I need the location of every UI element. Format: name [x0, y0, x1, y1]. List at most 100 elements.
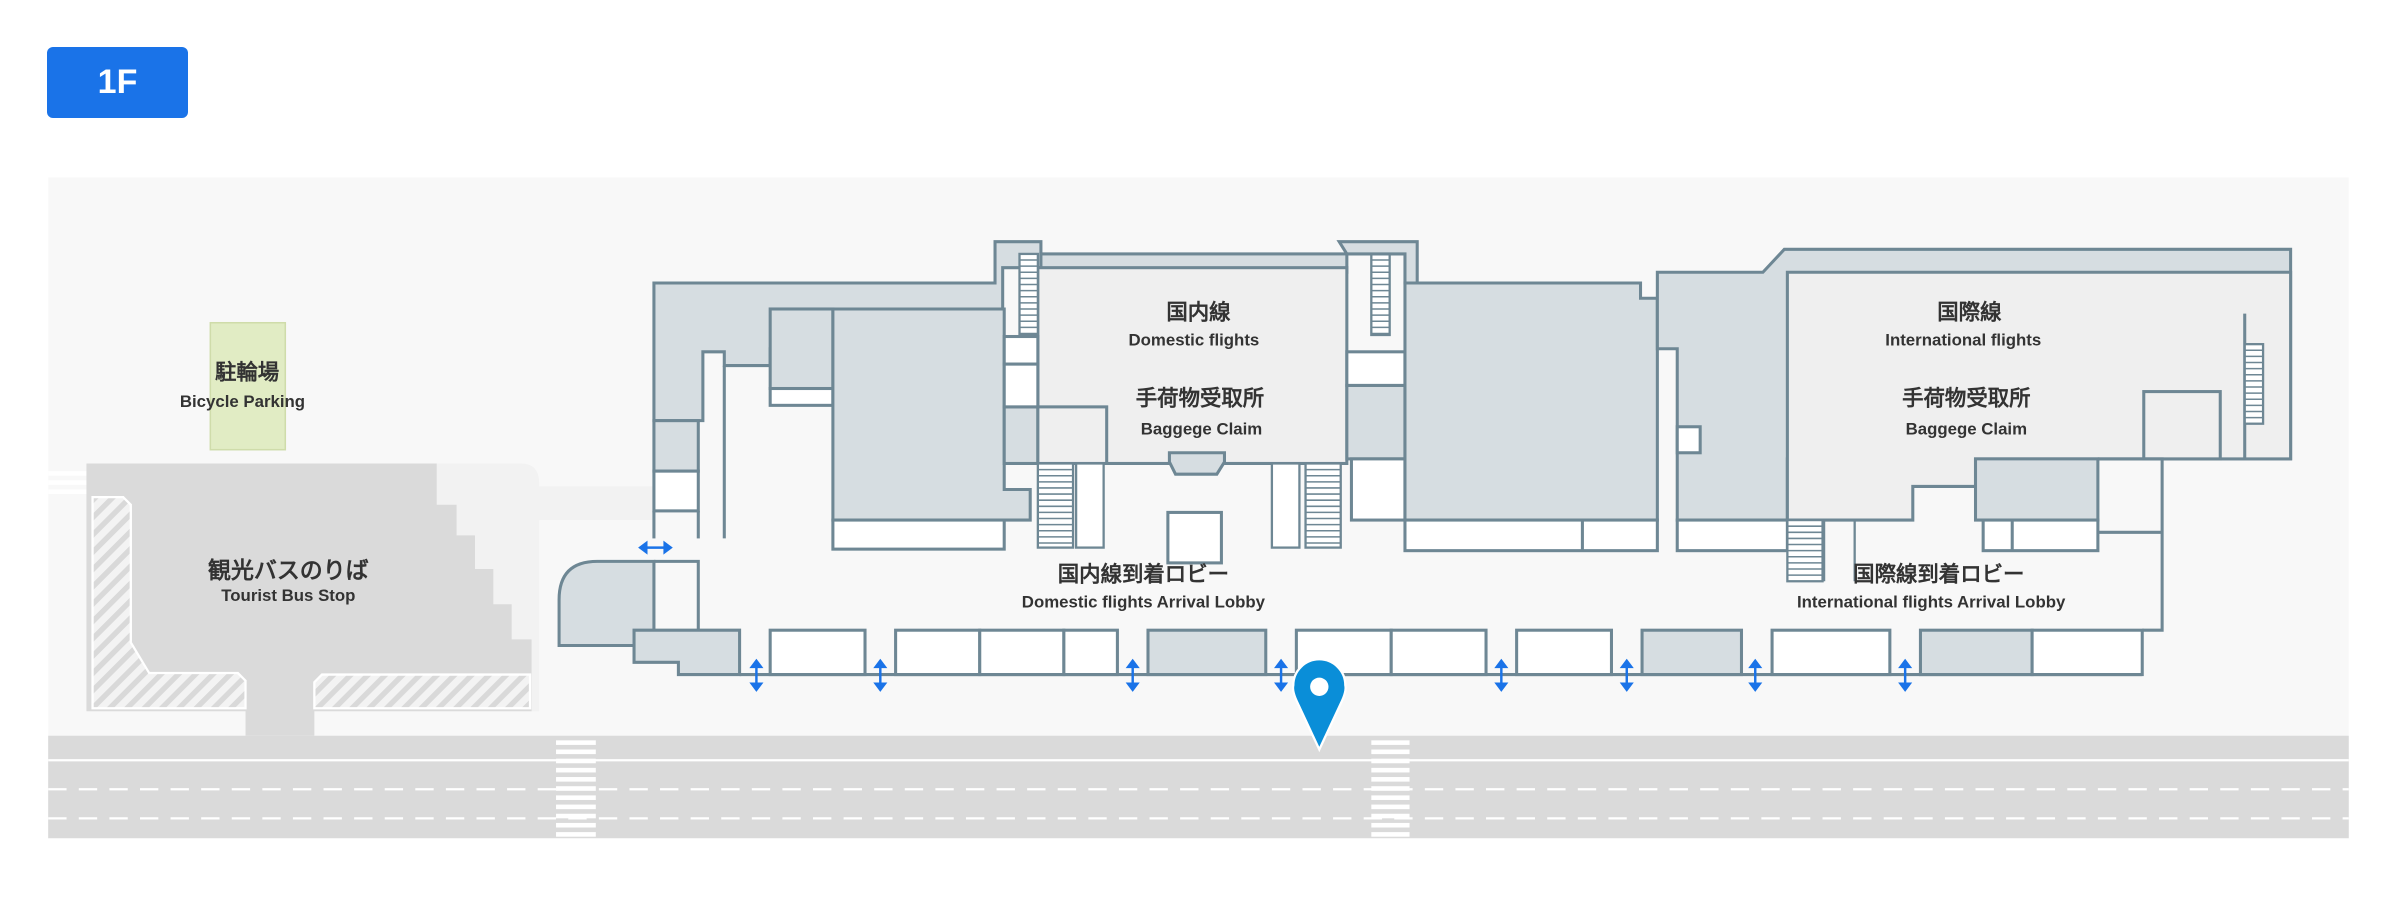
domestic-arrival-lobby-label-en: Domestic flights Arrival Lobby: [1022, 592, 1266, 611]
crosswalk-stripe: [1371, 832, 1410, 837]
lobby-wall: [2097, 457, 2164, 632]
crosswalk-stripe: [556, 813, 596, 819]
international-label-jp: 国際線: [1937, 300, 2002, 326]
international-arrival-lobby-label-jp: 国際線到着ロビー: [1853, 561, 2024, 587]
shop-unit: [2030, 628, 2144, 677]
crosswalk-stripe: [556, 795, 596, 800]
crosswalk-stripe: [48, 489, 87, 495]
crosswalk: [1371, 740, 1410, 837]
crosswalk-stripe: [556, 758, 596, 764]
room: [1675, 518, 1789, 553]
entrance-arrow-icon: [1494, 658, 1509, 692]
current-location-pin-icon[interactable]: [1291, 658, 1347, 753]
domestic-arrival-lobby-label-jp: 国内線到着ロビー: [1058, 561, 1229, 587]
international-label-en: International flights: [1885, 331, 2041, 350]
building-block: [1973, 457, 2100, 522]
international-arrival-lobby-label-en: International flights Arrival Lobby: [1797, 592, 2066, 611]
entrance-arrow-icon: [1748, 658, 1763, 692]
room: [768, 386, 835, 407]
room: [1981, 518, 2100, 553]
crosswalk-stripe: [48, 471, 87, 476]
entrance-arrow-icon: [749, 658, 764, 692]
stairs: [1786, 343, 2265, 583]
room: [1349, 457, 1407, 522]
room: [1166, 510, 1223, 565]
crosswalk-stripe: [1371, 804, 1410, 810]
building-block: [1345, 383, 1407, 461]
room: [1403, 518, 1659, 553]
domestic-baggage-claim-label-jp: 手荷物受取所: [1136, 385, 1264, 411]
shop-unit: [1918, 628, 2034, 677]
stair-block: [2243, 343, 2265, 425]
crosswalk-stripe: [1371, 813, 1410, 819]
shop-unit: [1146, 628, 1268, 677]
shop-unit: [1770, 628, 1892, 677]
room: [831, 518, 1006, 551]
building-block: [632, 628, 742, 677]
room: [1345, 350, 1407, 387]
hatched-zone: [91, 495, 247, 710]
floor-badge-1f[interactable]: 1F: [47, 47, 188, 118]
international-baggage-claim-label-jp: 手荷物受取所: [1902, 385, 2030, 411]
building-block: [1002, 405, 1040, 466]
crosswalk-stripe: [1371, 822, 1410, 828]
bicycle-parking-label-jp: 駐輪場: [215, 359, 279, 385]
horizontal-passage-arrow-icon: [638, 540, 673, 555]
tourist-bus-stop-area: [86, 463, 532, 736]
crosswalk-stripe: [1371, 777, 1410, 782]
shop-unit: [1389, 628, 1488, 677]
international-baggage-claim-label-en: Baggege Claim: [1906, 419, 2027, 438]
shop-unit: [1062, 628, 1119, 677]
lobby-wall: [653, 559, 700, 631]
shop-unit: [894, 628, 982, 677]
shop-unit: [768, 628, 867, 677]
crosswalk-stripe: [1371, 795, 1410, 800]
crosswalk-stripe: [556, 749, 596, 755]
entrance-arrow-icon: [1125, 658, 1140, 692]
crosswalk: [556, 740, 596, 837]
shop-unit: [1640, 628, 1744, 677]
entrance-arrow-icon: [873, 658, 888, 692]
crosswalk-stripe: [1371, 786, 1410, 791]
escalator: [1270, 462, 1301, 549]
carousel: [1167, 451, 1227, 476]
building-block: [1403, 281, 1659, 522]
tourist-bus-stop-label-jp: 観光バスのりば: [208, 557, 369, 584]
entrance-arrow-icon: [1619, 658, 1634, 692]
room: [1036, 405, 1109, 466]
bicycle-parking-area[interactable]: [209, 321, 287, 451]
entrance-arrow-icon: [1274, 658, 1289, 692]
room: [1002, 362, 1040, 409]
building-block: [557, 559, 656, 648]
crosswalk-stripe: [1371, 767, 1410, 773]
crosswalk: [48, 471, 87, 495]
crosswalk-stripe: [1371, 749, 1410, 755]
escalator: [1074, 462, 1105, 549]
building-block: [768, 307, 835, 391]
crosswalk-stripe: [556, 767, 596, 773]
crosswalk-stripe: [1371, 740, 1410, 745]
tourist-bus-stop-label-en: Tourist Bus Stop: [221, 586, 355, 605]
crosswalk-stripe: [556, 786, 596, 791]
crosswalk-stripe: [556, 832, 596, 837]
shop-row: [768, 628, 2144, 677]
domestic-label-jp: 国内線: [1166, 300, 1231, 326]
room: [2142, 390, 2222, 461]
crosswalk-stripe: [556, 777, 596, 782]
crosswalk-stripe: [556, 804, 596, 810]
shop-unit: [1515, 628, 1613, 677]
crosswalk-stripe: [556, 740, 596, 745]
room: [1002, 334, 1040, 366]
road: [48, 735, 2349, 839]
crosswalk-stripe: [1371, 758, 1410, 764]
shop-unit: [978, 628, 1066, 677]
building-block: [652, 419, 700, 473]
crosswalk-stripe: [556, 822, 596, 828]
hatched-zone: [313, 673, 532, 710]
room: [652, 469, 700, 513]
domestic-label-en: Domestic flights: [1128, 331, 1259, 350]
building-block: [831, 307, 1032, 522]
room: [1675, 425, 1702, 455]
crosswalk-stripe: [48, 480, 87, 485]
